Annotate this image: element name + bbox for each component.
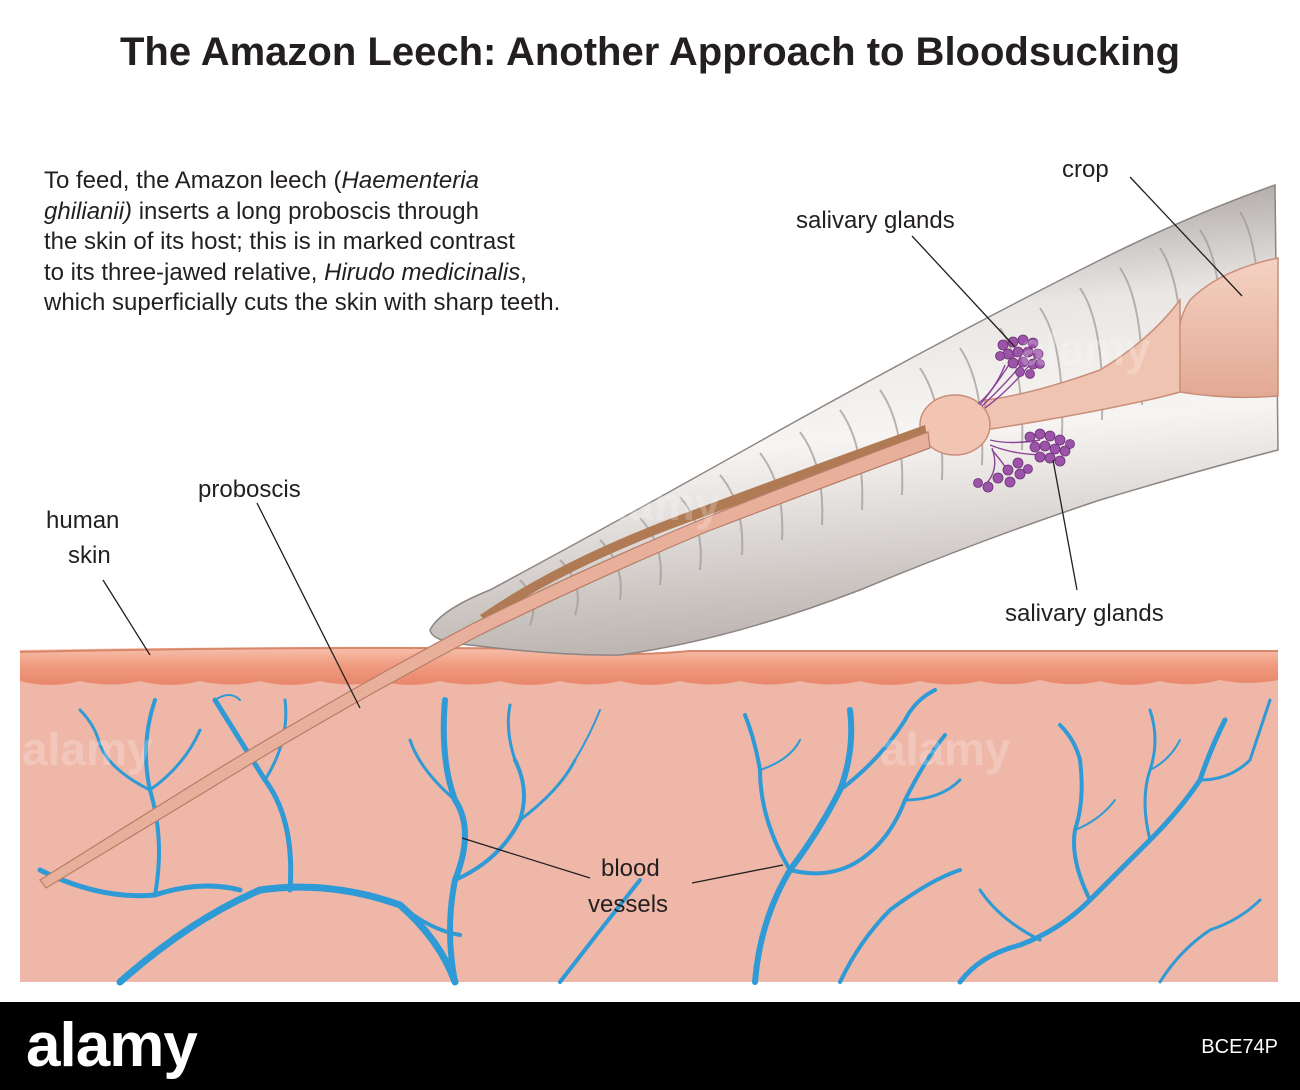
intro-text: To feed, the Amazon leech (Haementeria g…: [44, 166, 764, 319]
image-id: BCE74P: [1201, 1036, 1278, 1058]
label-salivary-glands-top: salivary glands: [796, 207, 955, 234]
page-title: The Amazon Leech: Another Approach to Bl…: [119, 30, 1181, 74]
intro-line-2b: inserts a long proboscis through: [132, 197, 479, 225]
pharynx-bulb: [919, 394, 991, 456]
proboscis: [39, 431, 931, 889]
intro-line-3: the skin of its host; this is in marked …: [44, 228, 515, 255]
footer-bar: alamy BCE74P: [0, 1002, 1300, 1090]
epidermis-layer: [20, 646, 1278, 685]
dermis-layer: [20, 676, 1278, 982]
label-human: human: [46, 507, 119, 534]
label-proboscis: proboscis: [198, 476, 301, 503]
watermark-2: alamy: [590, 478, 721, 530]
salivary-glands-lower: [973, 428, 1075, 493]
label-blood: blood: [601, 855, 660, 882]
epidermis-surface: [19, 647, 1278, 656]
brand-logo: alamy: [26, 1011, 198, 1080]
label-vessels: vessels: [588, 891, 668, 918]
intro-hirudo-medicinalis: Hirudo medicinalis: [324, 258, 521, 286]
intro-species-ghilianii: ghilianii): [44, 197, 133, 225]
intro-genus-haementeria: Haementeria: [341, 167, 479, 194]
label-salivary-glands-bottom: salivary glands: [1005, 600, 1164, 627]
intro-line-4c: ,: [520, 258, 527, 286]
blood-vessels: [37, 688, 1272, 986]
watermark-1: alamy: [1020, 323, 1151, 375]
label-crop: crop: [1062, 156, 1109, 183]
intro-line-5: which superficially cuts the skin with s…: [44, 289, 561, 316]
intro-line-1a: To feed, the Amazon leech (: [44, 167, 342, 194]
intro-line-4a: to its three-jawed relative,: [44, 258, 325, 286]
leech-skin-diagram: crop salivary glands salivary glands hum…: [19, 156, 1279, 986]
watermark-4: alamy: [880, 723, 1011, 775]
leader-lines: [102, 176, 1243, 884]
salivary-glands-upper: [977, 334, 1045, 409]
watermark-3: alamy: [22, 723, 153, 775]
label-skin: skin: [68, 542, 111, 569]
